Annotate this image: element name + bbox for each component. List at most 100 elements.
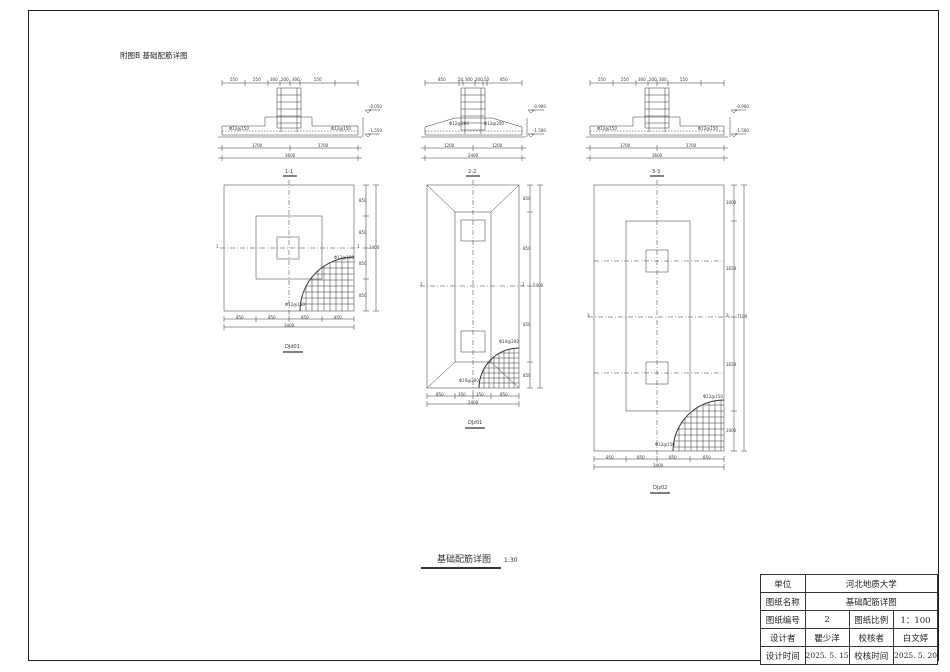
plan-djz01-dim-right: 850 — [523, 322, 531, 327]
section-2-2-dim-top: 200 — [475, 77, 483, 82]
section-2-2-dim-top: 50 — [458, 77, 464, 82]
section-2-2-dim-bottom: 1200 — [492, 143, 503, 148]
section-1-1-elev-top: -0.050 — [369, 104, 382, 109]
section-1-1-dim-total: 3600 — [285, 153, 296, 158]
title-block-designer-value: 瞿少洋 — [804, 628, 850, 647]
section-1-1-dim-top: 300 — [292, 77, 300, 82]
title-block-check-time-value: 2025. 5. 20 — [893, 646, 938, 665]
plan-djd01-cut-mark: 1 — [357, 244, 360, 249]
title-block-name-value: 基础配筋详图 — [804, 592, 939, 611]
section-1-1-dim-top: 300 — [270, 77, 278, 82]
plan-djd01-dim-total-right: 3400 — [369, 245, 380, 250]
plan-djz01-dim-bottom: 350 — [476, 392, 484, 397]
plan-djz02-dim-total-right: 7100 — [737, 314, 748, 319]
section-1-1-dim-top: 550 — [230, 77, 238, 82]
plan-djz01-drawing — [420, 180, 543, 429]
section-2-2-title: 2-2 — [468, 169, 477, 175]
title-block-design-time-value: 2025. 5. 15 — [804, 646, 850, 665]
plan-djz02-drawing — [588, 180, 747, 494]
plan-djd01-dim-right: 850 — [359, 293, 367, 298]
section-3-3-dim-bottom: 1700 — [620, 143, 631, 148]
plan-djz02-label: DJz02 — [653, 485, 668, 491]
title-block-unit-label: 单位 — [760, 574, 806, 593]
title-block-scale-value: 1：100 — [893, 610, 938, 629]
sheet-border — [28, 10, 939, 661]
plan-djz02-rebar-2: Φ12@150 — [655, 442, 675, 447]
plan-djd01-drawing — [220, 180, 379, 353]
plan-djd01-dim-right: 850 — [359, 261, 367, 266]
plan-djz02-dim-total: 3400 — [653, 463, 664, 468]
plan-djz02-dim-right: 1650 — [726, 362, 737, 367]
title-block-scale-label: 图纸比例 — [848, 610, 895, 629]
plan-djz01-dim-right: 850 — [523, 373, 531, 378]
plan-djd01-rebar-2: Φ12@150 — [285, 302, 305, 307]
section-3-3-rebar-right: Φ12@150 — [698, 126, 718, 131]
title-block-checker-label: 校核者 — [848, 628, 895, 647]
section-2-2-elev-bottom: -1.500 — [533, 128, 546, 133]
plan-djz01-cut-mark: 2 — [420, 282, 423, 287]
title-block-design-time-label: 设计时间 — [760, 646, 806, 665]
section-3-3-elev-top: -0.900 — [736, 104, 749, 109]
section-2-2-dim-top: 50 — [484, 77, 490, 82]
plan-djz01-dim-right: 850 — [523, 196, 531, 201]
title-block-check-time-label: 校核时间 — [848, 646, 895, 665]
section-1-1-rebar-right: Φ12@150 — [331, 126, 351, 131]
section-2-2-rebar-right: Φ12@200 — [484, 121, 504, 126]
plan-djd01-dim-total: 3400 — [284, 323, 295, 328]
title-block-unit-value: 河北地质大学 — [804, 574, 939, 593]
section-3-3-dim-top: 300 — [659, 77, 667, 82]
plan-djd01-dim-bottom: 850 — [334, 315, 342, 320]
plan-djz01-dim-total-right: 5400 — [533, 283, 544, 288]
plan-djz02-dim-bottom: 850 — [669, 455, 677, 460]
section-1-1-elev-bottom: -1.550 — [369, 128, 382, 133]
section-1-1-dim-bottom: 1700 — [252, 143, 263, 148]
section-2-2-dim-bottom: 1200 — [444, 143, 455, 148]
plan-djz02-dim-right: 1000 — [726, 200, 737, 205]
plan-djz01-dim-bottom: 350 — [458, 392, 466, 397]
plan-djd01-label: DJd01 — [285, 344, 300, 350]
plan-djz02-rebar-1: Φ12@150 — [703, 394, 723, 399]
section-1-1-title: 1-1 — [285, 169, 294, 175]
section-3-3-dim-top: 550 — [621, 77, 629, 82]
drawing-scale: 1:30 — [504, 557, 518, 564]
title-block-name-label: 图纸名称 — [760, 592, 806, 611]
section-2-2-dim-top: 300 — [465, 77, 473, 82]
section-3-3-elev-bottom: -1.500 — [736, 128, 749, 133]
plan-djz02-dim-bottom: 850 — [637, 455, 645, 460]
drawing-title: 基础配筋详图 — [437, 555, 492, 565]
section-1-1-dim-top: 550 — [253, 77, 261, 82]
plan-djd01-dim-bottom: 850 — [301, 315, 309, 320]
section-3-3-dim-top: 550 — [598, 77, 606, 82]
section-1-1-rebar-left: Φ12@150 — [229, 126, 249, 131]
plan-djz01-dim-total: 2400 — [468, 400, 479, 405]
title-block-number-label: 图纸编号 — [760, 610, 806, 629]
title-block-designer-label: 设计者 — [760, 628, 806, 647]
section-2-2-drawing — [421, 80, 544, 177]
section-3-3-title: 3-3 — [652, 169, 661, 175]
plan-djz02-dim-right: 1000 — [726, 428, 737, 433]
section-1-1-dim-bottom: 1700 — [318, 143, 329, 148]
plan-djz01-rebar-1: Φ10@200 — [499, 339, 519, 344]
section-1-1-dim-top: 550 — [314, 77, 322, 82]
plan-djz02-cut-mark: 3 — [587, 313, 590, 318]
plan-djz01-label: DJz01 — [468, 420, 483, 426]
section-3-3-dim-total: 3600 — [652, 153, 663, 158]
title-block-number-value: 2 — [804, 610, 850, 629]
section-2-2-rebar-left: Φ12@200 — [449, 121, 469, 126]
plan-djd01-cut-mark: 1 — [216, 244, 219, 249]
plan-djz02-cut-mark: 3 — [726, 313, 729, 318]
section-3-3-dim-bottom: 1700 — [686, 143, 697, 148]
section-1-1-drawing — [218, 80, 380, 177]
plan-djz01-dim-bottom: 850 — [436, 392, 444, 397]
plan-djz01-dim-right: 850 — [523, 246, 531, 251]
plan-djz02-dim-bottom: 850 — [606, 455, 614, 460]
plan-djz01-rebar-2: Φ10@200 — [459, 378, 479, 383]
section-2-2-dim-top: 850 — [438, 77, 446, 82]
sheet-heading: 附图B 基础配筋详图 — [120, 51, 188, 60]
plan-djd01-rebar-1: Φ12@150 — [334, 255, 354, 260]
drawing-title-underline — [421, 567, 501, 569]
section-3-3-dim-top: 550 — [680, 77, 688, 82]
section-1-1-dim-top: 200 — [281, 77, 289, 82]
title-block-checker-value: 白文婷 — [893, 628, 938, 647]
